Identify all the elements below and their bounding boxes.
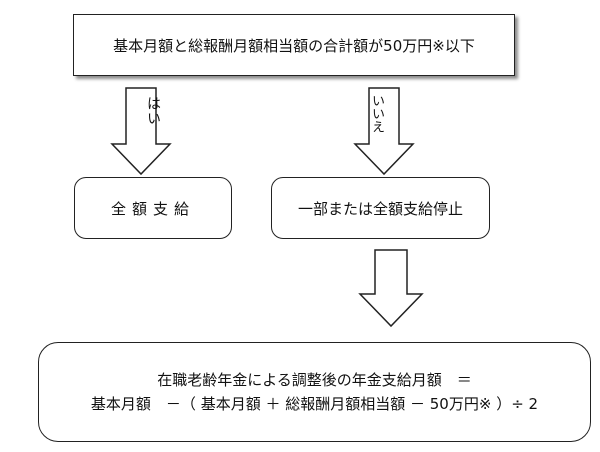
partial-stop-text: 一部または全額支給停止	[297, 199, 463, 218]
full-payment-box: 全額支給	[74, 177, 232, 239]
full-payment-text: 全額支給	[110, 199, 195, 218]
condition-text: 基本月額と総報酬月額相当額の合計額が50万円※以下	[113, 36, 475, 55]
partial-stop-box: 一部または全額支給停止	[271, 177, 490, 239]
no-arrow	[353, 87, 415, 176]
condition-box: 基本月額と総報酬月額相当額の合計額が50万円※以下	[73, 14, 515, 76]
yes-arrow	[110, 87, 172, 176]
formula-line-2: 基本月額 －（ 基本月額 ＋ 総報酬月額相当額 － 50万円※ ）÷ 2	[90, 395, 539, 413]
formula-line-1: 在職老齢年金による調整後の年金支給月額 ＝	[157, 371, 472, 389]
yes-label: はい	[145, 96, 161, 126]
formula-box: 在職老齢年金による調整後の年金支給月額 ＝ 基本月額 －（ 基本月額 ＋ 総報酬…	[38, 342, 591, 442]
formula-arrow	[358, 249, 424, 328]
no-label: いいえ	[369, 94, 384, 133]
